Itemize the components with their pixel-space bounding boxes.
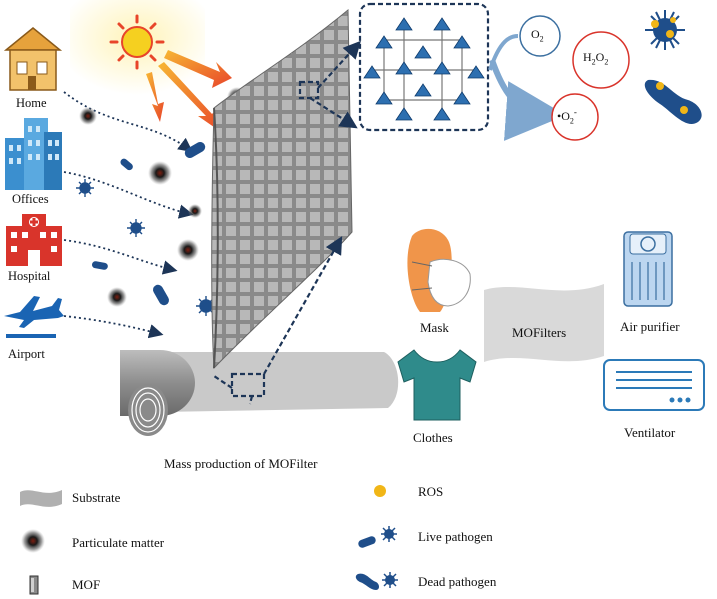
label-superoxide: •O2- (557, 107, 577, 126)
legend-live-pathogen-label: Live pathogen (418, 529, 493, 544)
sunlight-arrows (146, 50, 232, 134)
sun-icon (70, 0, 205, 95)
air-purifier-icon (623, 231, 673, 307)
legend-dead-pathogen-label: Dead pathogen (418, 574, 497, 589)
label-ventilator: Ventilator (624, 425, 676, 440)
mofilters-sheet (484, 284, 604, 362)
reaction-arrows (488, 34, 566, 141)
mask-icon (407, 228, 471, 312)
caption-mass-production: Mass production of MOFilter (164, 456, 318, 471)
label-offices: Offices (12, 192, 49, 206)
o2-node (519, 15, 561, 57)
mof-crystal-structure (363, 17, 485, 121)
h2o2-node (572, 31, 630, 89)
legend-substrate-icon (20, 490, 62, 507)
label-airport: Airport (8, 347, 45, 361)
hospital-icon (6, 214, 62, 266)
ventilator-icon (603, 359, 705, 411)
legend-mof-icon (29, 575, 39, 595)
home-icon (3, 27, 63, 91)
label-air-purifier: Air purifier (620, 319, 680, 334)
dead-pathogen-virus-icon (645, 10, 685, 50)
legend-ros-icon (374, 485, 386, 497)
offices-icon (5, 118, 62, 190)
legend-ros-label: ROS (418, 484, 444, 499)
label-mofilters: MOFilters (512, 325, 567, 340)
legend-dead-pathogen-icon (355, 572, 398, 590)
air-flow-arrows (63, 91, 194, 339)
zoom-indicators (213, 2, 490, 405)
label-clothes: Clothes (413, 430, 453, 445)
dead-pathogen-bacteria-icon (644, 79, 702, 125)
label-home: Home (16, 96, 47, 110)
legend-particulate-label: Particulate matter (72, 535, 165, 550)
airport-icon (4, 296, 64, 338)
legend-particulate-icon (21, 529, 45, 553)
legend-mof-label: MOF (72, 577, 101, 592)
legend-live-pathogen-icon (358, 526, 397, 548)
substrate-roll (120, 350, 399, 436)
label-h2o2: H2O2 (583, 50, 609, 67)
label-o2: O2 (531, 27, 544, 44)
clothes-icon (397, 349, 477, 421)
superoxide-node (551, 93, 599, 141)
label-hospital: Hospital (8, 269, 51, 283)
mofilter-sheet (211, 8, 353, 370)
label-mask: Mask (420, 320, 449, 335)
legend-substrate-label: Substrate (72, 490, 121, 505)
